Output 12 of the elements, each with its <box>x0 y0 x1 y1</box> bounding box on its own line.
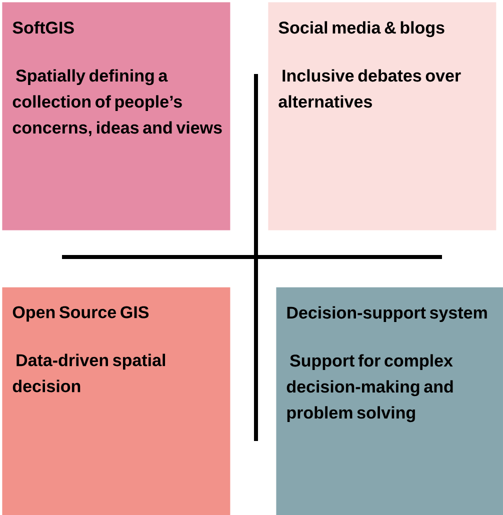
box-heading: Social media & blogs <box>278 21 444 38</box>
quadrant-box <box>276 287 503 515</box>
box-heading: SoftGIS <box>12 21 74 34</box>
quadrant-box <box>2 2 230 230</box>
box-heading: Decision-support system <box>287 306 487 322</box>
quadrant-box <box>268 2 496 230</box>
box-text: Spatially defining a collection of people’s concerns, ideas and views <box>12 69 222 136</box>
box-text: Data-driven spatial decision <box>12 354 166 392</box>
box-text: Inclusive debates over alternatives <box>278 69 461 108</box>
box-text: Support for complex decision-making and problem solving <box>286 354 453 422</box>
box-heading: Open Source GIS <box>12 306 149 322</box>
quadrant-box <box>2 287 230 515</box>
